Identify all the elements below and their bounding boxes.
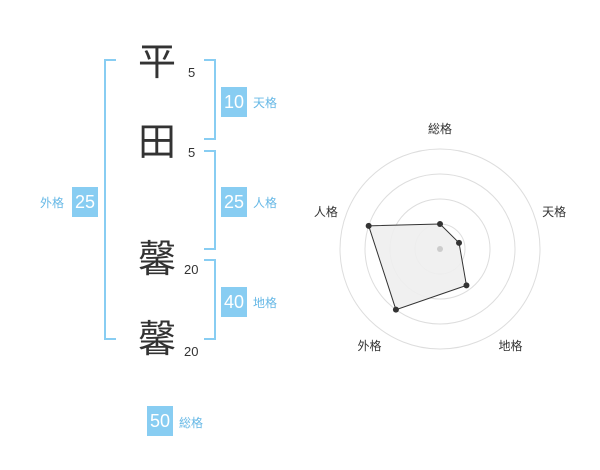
radar-center-dot <box>437 246 443 252</box>
chikaku-label: 地格 <box>253 296 278 310</box>
radar-ring-3 <box>364 173 516 325</box>
jinkaku-label: 人格 <box>253 196 278 210</box>
radar-point-4 <box>392 306 399 313</box>
name-char-2: 田 <box>137 120 176 164</box>
gaikaku-label: 外格 <box>40 196 65 210</box>
stroke-count-4: 20 <box>184 344 199 359</box>
soukaku-value: 50 <box>147 406 173 436</box>
radar-axis-label: 人格 <box>314 204 338 219</box>
radar-point-1 <box>437 221 443 227</box>
jinkaku-bracket <box>204 150 216 250</box>
radar-polygon <box>367 223 468 311</box>
stroke-count-3: 20 <box>184 262 199 277</box>
tenkaku-value: 10 <box>221 87 247 117</box>
radar-axis-label: 地格 <box>499 338 523 353</box>
radar-point-3 <box>463 282 470 289</box>
tenkaku-bracket <box>204 59 216 140</box>
name-char-3: 馨 <box>137 237 176 281</box>
radar-ring-4 <box>339 148 541 350</box>
tenkaku-label: 天格 <box>253 96 278 110</box>
radar-points <box>365 221 470 313</box>
radar-point-2 <box>456 239 463 246</box>
name-char-1: 平 <box>137 40 176 84</box>
chikaku-value: 40 <box>221 287 247 317</box>
radar-axis-label: 外格 <box>357 338 381 353</box>
radar-axis-label: 天格 <box>542 204 566 219</box>
radar-point-5 <box>365 222 372 229</box>
jinkaku-value: 25 <box>221 187 247 217</box>
stroke-count-2: 5 <box>188 145 196 160</box>
name-char-4: 馨 <box>137 317 176 361</box>
chikaku-bracket <box>204 259 216 340</box>
radar-axis-label: 総格 <box>428 121 452 136</box>
stroke-count-1: 5 <box>188 65 196 80</box>
gaikaku-value: 25 <box>72 187 98 217</box>
gaikaku-bracket <box>104 59 116 340</box>
soukaku-label: 総格 <box>179 416 204 430</box>
